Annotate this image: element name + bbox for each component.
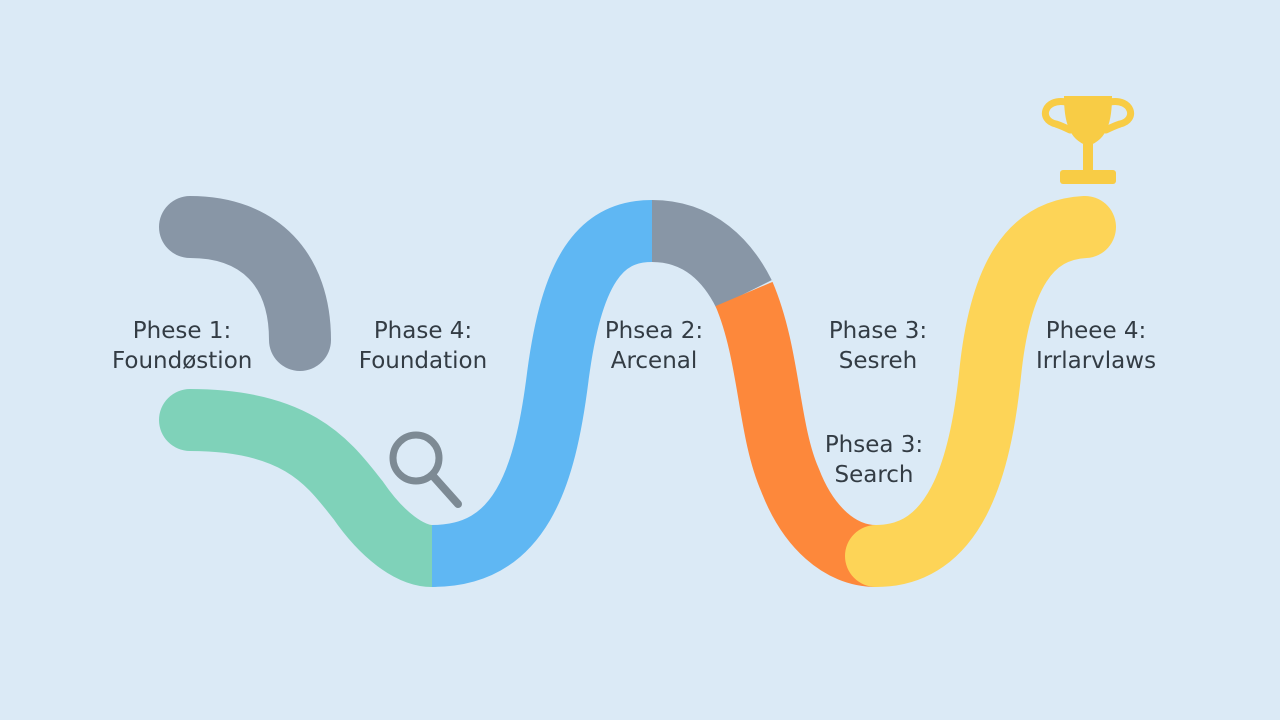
phase-label-2-name: Foundation — [358, 348, 488, 374]
phase-label-6-title: Pheee 4: — [1045, 318, 1147, 344]
phase-label-1-name: Foundøstion — [112, 348, 253, 374]
phase-label-4-title: Phase 3: — [828, 318, 928, 344]
phase-label-4-name: Sesreh — [838, 348, 918, 374]
magnifier-handle — [429, 472, 462, 508]
trophy-base — [1060, 170, 1116, 184]
phase-label-3-title: Phsea 2: — [604, 318, 704, 344]
path-segment-gray-left — [159, 196, 331, 371]
phase-label-2-title: Phase 4: — [373, 318, 473, 344]
phase-label-2: Phase 4: Foundation — [350, 316, 496, 376]
path-segment-gray-top — [650, 200, 772, 309]
phase-label-5-name: Search — [834, 462, 914, 488]
trophy-stem — [1083, 144, 1093, 170]
phase-label-4: Phase 3: Sesreh — [816, 316, 940, 376]
trophy-handle-left — [1041, 98, 1074, 134]
path-segment-orange — [715, 281, 878, 587]
magnifier-lens — [389, 431, 443, 485]
phase-label-3: Phsea 2: Arcenal — [592, 316, 716, 376]
path-segment-yellow — [845, 196, 1116, 587]
trophy-cup — [1064, 96, 1112, 146]
trophy-handle-right — [1102, 98, 1135, 134]
phase-label-3-name: Arcenal — [610, 348, 698, 374]
phase-label-5-title: Phsea 3: — [824, 432, 924, 458]
phase-label-6: Pheee 4: Irrlarvlaws — [1030, 316, 1162, 376]
phase-label-1-title: Phese 1: — [132, 318, 232, 344]
trophy-icon — [1041, 96, 1135, 184]
magnifier-icon — [389, 431, 462, 508]
phase-label-5: Phsea 3: Search — [812, 430, 936, 490]
phase-label-6-name: Irrlarvlaws — [1035, 348, 1157, 374]
phase-label-1: Phese 1: Foundøstion — [112, 316, 252, 376]
path-segment-teal — [159, 389, 463, 587]
path-segment-blue — [430, 200, 654, 587]
